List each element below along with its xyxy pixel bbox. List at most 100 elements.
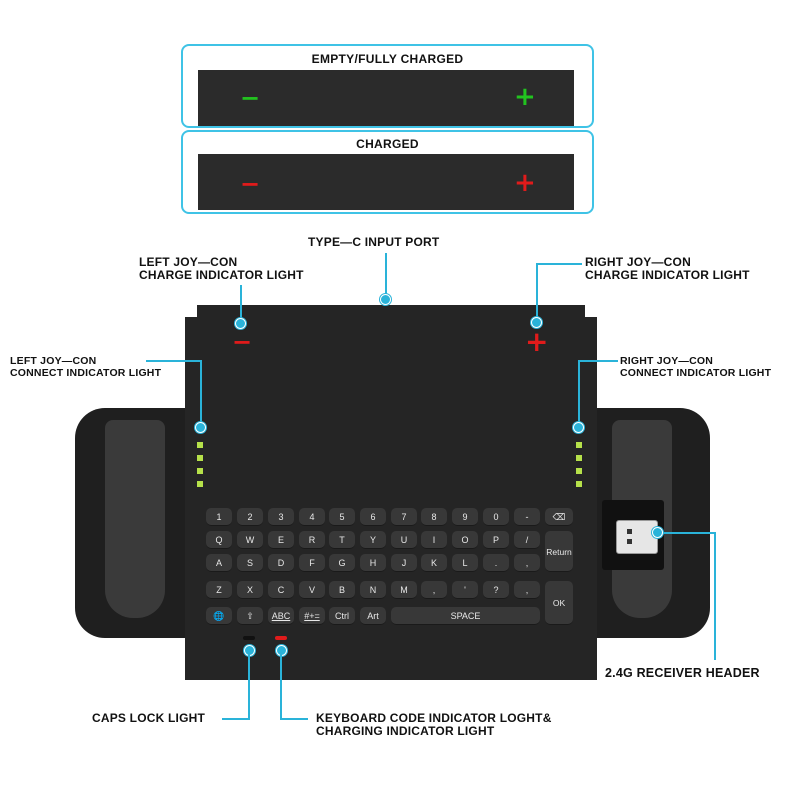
backspace-key[interactable]: ⌫ — [545, 508, 573, 526]
right-charge-light-plus: + — [525, 325, 549, 358]
key[interactable]: W — [237, 531, 263, 549]
right-connect-led-4 — [576, 481, 582, 487]
key[interactable]: X — [237, 581, 263, 599]
key[interactable]: V — [299, 581, 325, 599]
typec-label: TYPE—C INPUT PORT — [308, 235, 440, 249]
callout-line — [280, 718, 308, 720]
label-line: RIGHT JOY—CON — [585, 255, 691, 269]
key[interactable]: 8 — [421, 508, 447, 526]
key[interactable]: S — [237, 554, 263, 572]
key[interactable]: , — [421, 581, 447, 599]
callout-dot — [380, 294, 391, 305]
label-line: CHARGE INDICATOR LIGHT — [585, 268, 750, 282]
right-connect-led-2 — [576, 455, 582, 461]
receiver-label: 2.4G RECEIVER HEADER — [605, 666, 760, 680]
key[interactable]: F — [299, 554, 325, 572]
key[interactable]: 3 — [268, 508, 294, 526]
plus-indicator: + — [514, 168, 536, 198]
key[interactable]: - — [514, 508, 540, 526]
key[interactable]: H — [360, 554, 386, 572]
globe-key[interactable]: 🌐 — [206, 607, 232, 625]
callout-line — [146, 360, 202, 362]
key[interactable]: Z — [206, 581, 232, 599]
right-connect-led-3 — [576, 468, 582, 474]
key[interactable]: 5 — [329, 508, 355, 526]
art-key[interactable]: Art — [360, 607, 386, 625]
left-connect-led-4 — [197, 481, 203, 487]
key[interactable]: 0 — [483, 508, 509, 526]
key[interactable]: R — [299, 531, 325, 549]
key[interactable]: A — [206, 554, 232, 572]
key[interactable]: 4 — [299, 508, 325, 526]
key[interactable]: B — [329, 581, 355, 599]
callout-line — [240, 285, 242, 321]
key[interactable]: M — [391, 581, 417, 599]
minus-indicator: − — [240, 84, 261, 112]
key[interactable]: Q — [206, 531, 232, 549]
keyboard: 1 2 3 4 5 6 7 8 9 0 - ⌫ Q W E R T Y U I … — [203, 505, 575, 630]
key[interactable]: J — [391, 554, 417, 572]
key[interactable]: N — [360, 581, 386, 599]
symbols-key[interactable]: #+= — [299, 607, 325, 625]
callout-dot — [652, 527, 663, 538]
callout-line — [536, 263, 538, 320]
key[interactable]: E — [268, 531, 294, 549]
key[interactable]: . — [483, 554, 509, 572]
charged-panel: CHARGED − + — [181, 130, 594, 214]
ok-key[interactable]: OK — [545, 581, 573, 625]
key[interactable]: Y — [360, 531, 386, 549]
right-charge-label: RIGHT JOY—CON CHARGE INDICATOR LIGHT — [585, 256, 750, 282]
callout-line — [660, 532, 716, 534]
key[interactable]: ' — [452, 581, 478, 599]
key[interactable]: O — [452, 531, 478, 549]
key[interactable]: 9 — [452, 508, 478, 526]
key[interactable]: ? — [483, 581, 509, 599]
label-line: CHARGING INDICATOR LIGHT — [316, 724, 495, 738]
left-charge-light-minus: − — [232, 328, 253, 356]
key[interactable]: / — [514, 531, 540, 549]
key[interactable]: T — [329, 531, 355, 549]
callout-line — [280, 654, 282, 720]
key[interactable]: , — [514, 554, 540, 572]
callout-line — [714, 532, 716, 660]
right-connect-label: RIGHT JOY—CON CONNECT INDICATOR LIGHT — [620, 355, 771, 379]
abc-key[interactable]: ABC — [268, 607, 294, 625]
keyboard-code-label: KEYBOARD CODE INDICATOR LOGHT& CHARGING … — [316, 712, 552, 738]
key[interactable]: C — [268, 581, 294, 599]
caps-lock-light — [243, 636, 255, 640]
key[interactable]: , — [514, 581, 540, 599]
shift-key[interactable]: ⇧ — [237, 607, 263, 625]
key[interactable]: I — [421, 531, 447, 549]
left-connect-led-3 — [197, 468, 203, 474]
callout-line — [222, 718, 250, 720]
callout-dot — [531, 317, 542, 328]
key[interactable]: 6 — [360, 508, 386, 526]
label-line: LEFT JOY—CON — [139, 255, 238, 269]
caps-lock-label: CAPS LOCK LIGHT — [92, 711, 205, 725]
key[interactable]: G — [329, 554, 355, 572]
left-connect-led-1 — [197, 442, 203, 448]
panel-title: CHARGED — [356, 137, 419, 151]
key[interactable]: 7 — [391, 508, 417, 526]
left-charge-label: LEFT JOY—CON CHARGE INDICATOR LIGHT — [139, 256, 304, 282]
label-line: CONNECT INDICATOR LIGHT — [620, 367, 772, 379]
callout-dot — [573, 422, 584, 433]
usb-receiver-icon — [616, 520, 658, 554]
callout-line — [200, 360, 202, 426]
key[interactable]: L — [452, 554, 478, 572]
ctrl-key[interactable]: Ctrl — [329, 607, 355, 625]
key[interactable]: 2 — [237, 508, 263, 526]
key[interactable]: K — [421, 554, 447, 572]
right-connect-led-1 — [576, 442, 582, 448]
empty-fully-charged-panel: EMPTY/FULLY CHARGED − + — [181, 44, 594, 128]
space-key[interactable]: SPACE — [391, 607, 540, 625]
key[interactable]: U — [391, 531, 417, 549]
left-connect-led-2 — [197, 455, 203, 461]
callout-dot — [195, 422, 206, 433]
key[interactable]: 1 — [206, 508, 232, 526]
return-key[interactable]: Return — [545, 531, 573, 572]
plus-indicator: + — [514, 82, 536, 112]
key[interactable]: D — [268, 554, 294, 572]
key[interactable]: P — [483, 531, 509, 549]
label-line: CHARGE INDICATOR LIGHT — [139, 268, 304, 282]
